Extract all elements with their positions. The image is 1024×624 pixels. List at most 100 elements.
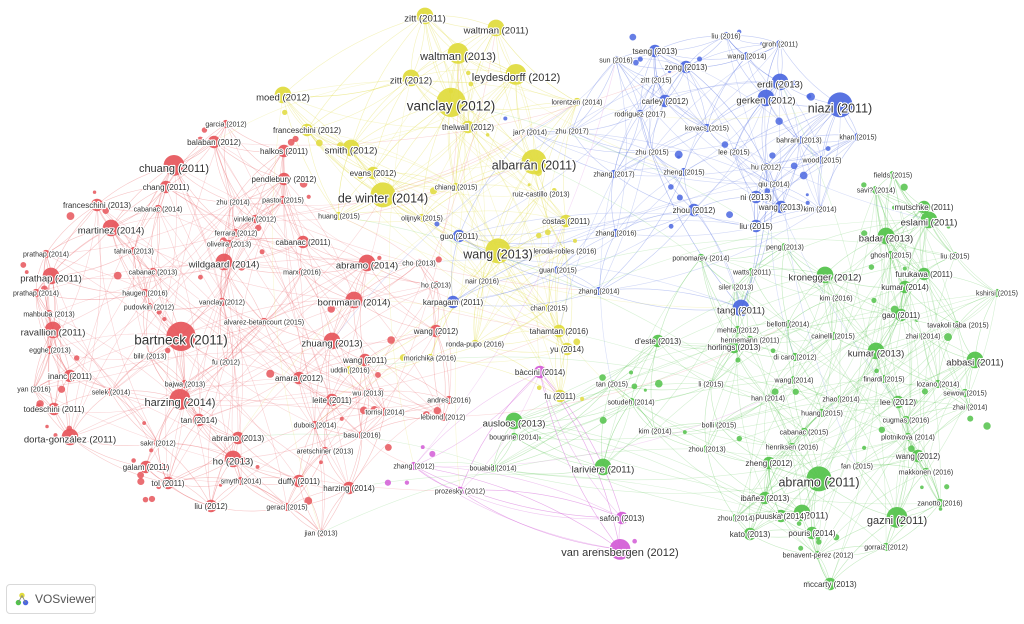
node-lorentzen-2014-7[interactable] [572,97,582,107]
node-unlabelled-blue-1[interactable] [503,116,508,121]
node-unlabelled-red-9[interactable] [238,456,246,464]
node-zhang-2016-126[interactable] [611,228,621,238]
node-unlabelled-blue-8[interactable] [668,223,674,229]
node-abramo-2011-180[interactable] [806,466,832,492]
node-prathap-2011-46[interactable] [42,267,60,285]
node-unlabelled-green-17[interactable] [891,205,897,210]
node-unlabelled-red-56[interactable] [36,403,42,409]
node-zhang-2012-200[interactable] [409,461,419,471]
node-chang-2011-33[interactable] [159,180,173,194]
node-unlabelled-yellow-16[interactable] [556,331,562,337]
node-finardi-2015-159[interactable] [879,374,889,384]
node-unlabelled-green-8[interactable] [878,426,886,433]
node-marx-2016-49[interactable] [297,267,307,277]
node-evans-2012-12[interactable] [366,166,380,180]
node-halkos-2011-32[interactable] [277,144,291,158]
node-unlabelled-blue-9[interactable] [769,152,776,159]
node-unlabelled-blue-0[interactable] [805,200,810,205]
node-unlabelled-green-31[interactable] [682,430,687,435]
node-unlabelled-blue-21[interactable] [721,141,729,148]
node-harzing-2014-70[interactable] [169,389,191,410]
node-zong-2013-100[interactable] [679,60,693,74]
node-zhai-2014-152[interactable] [918,331,928,341]
node-uddin-2016-28[interactable] [345,365,355,375]
node-abramo-2014-50[interactable] [358,254,376,272]
node-zitt-2011-0[interactable] [416,7,434,25]
node-unlabelled-green-7[interactable] [944,484,950,490]
node-niazi-2011-106[interactable] [827,92,853,118]
node-guan-2015-127[interactable] [553,265,563,275]
node-selek-2014-69[interactable] [106,387,116,397]
node-bajwa-2013-68[interactable] [180,379,190,389]
node-mehta-2012-150[interactable] [733,325,743,335]
node-aretschiner-2013-78[interactable] [320,446,330,456]
node-bartneck-2011-58[interactable] [166,321,196,351]
node-unlabelled-red-50[interactable] [148,495,156,503]
node-unlabelled-red-41[interactable] [387,336,395,344]
node-unlabelled-blue-28[interactable] [806,93,812,99]
node-unlabelled-green-35[interactable] [798,545,804,551]
node-moed-2012-6[interactable] [274,86,292,104]
node-unlabelled-red-25[interactable] [159,462,168,471]
node-unlabelled-red-30[interactable] [219,237,228,245]
node-zhu-2017-112[interactable] [567,126,577,136]
node-chuang-2011-29[interactable] [163,155,185,176]
node-unlabelled-yellow-17[interactable] [429,187,438,195]
node-unlabelled-blue-14[interactable] [637,56,643,62]
node-unlabelled-green-15[interactable] [943,392,947,396]
vosviewer-badge[interactable]: VOSviewer [6,584,96,614]
node-unlabelled-yellow-23[interactable] [478,277,482,281]
node-tavakoli-taba-2015-149[interactable] [953,320,963,330]
node-unlabelled-blue-16[interactable] [805,193,809,197]
node-unlabelled-red-23[interactable] [201,127,208,133]
node-dubois-2014-76[interactable] [310,420,320,430]
node-ponomarev-2014-137[interactable] [696,253,706,263]
node-abramo-2013-75[interactable] [231,431,245,445]
node-unlabelled-red-52[interactable] [238,263,246,271]
node-unlabelled-green-14[interactable] [871,297,877,303]
node-unlabelled-red-15[interactable] [40,285,48,293]
node-cugmas-2016-169[interactable] [901,415,911,425]
node-unlabelled-purple-5[interactable] [420,445,425,450]
node-fu-2012-63[interactable] [221,357,231,367]
node-ravallion-2011-57[interactable] [44,321,62,339]
node-sewow-2015-166[interactable] [960,388,970,398]
node-ghosh-2015-138[interactable] [886,250,896,260]
node-unlabelled-purple-4[interactable] [596,548,602,555]
node-di-caro-2012-156[interactable] [790,352,800,362]
node-unlabelled-red-58[interactable] [370,405,379,414]
node-wang-2013-122[interactable] [774,200,788,214]
node-huang-2015-18[interactable] [334,211,344,221]
node-unlabelled-red-24[interactable] [156,484,162,490]
node-unlabelled-green-9[interactable] [770,348,776,354]
node-unlabelled-red-20[interactable] [73,355,80,361]
node-bilir-2013-61[interactable] [145,351,155,361]
node-unlabelled-red-34[interactable] [422,411,431,419]
node-unlabelled-yellow-13[interactable] [448,89,454,94]
node-ni-2013-120[interactable] [749,190,763,204]
node-hu-2012-115[interactable] [761,162,771,172]
node-franceschini-2012-9[interactable] [300,123,314,137]
node-zitt-2012-4[interactable] [402,69,420,87]
node-unlabelled-red-43[interactable] [142,496,149,503]
node-cabanac-2011-44[interactable] [296,235,310,249]
node-unlabelled-blue-7[interactable] [530,128,535,133]
node-unlabelled-red-36[interactable] [319,460,323,465]
node-liu-2012-85[interactable] [204,499,218,513]
node-sakr-2012-77[interactable] [153,438,163,448]
node-unlabelled-green-11[interactable] [599,416,607,424]
node-tseng-2013-96[interactable] [648,44,662,58]
node-kim-2014-171[interactable] [650,426,660,436]
node-liu-2015-124[interactable] [749,219,763,233]
node-prathap-2014-45[interactable] [41,249,51,259]
node-waltman-2011-1[interactable] [487,19,505,37]
node-unlabelled-yellow-22[interactable] [399,354,407,362]
node-unlabelled-blue-12[interactable] [434,221,440,227]
node-unlabelled-green-42[interactable] [874,368,879,374]
node-pudovkin-2012-53[interactable] [144,302,154,312]
node-chan-2015-22[interactable] [544,303,554,313]
node-tahamtan-2016-23[interactable] [552,324,566,338]
node-unlabelled-blue-26[interactable] [760,41,764,46]
node-unlabelled-yellow-9[interactable] [580,396,585,401]
